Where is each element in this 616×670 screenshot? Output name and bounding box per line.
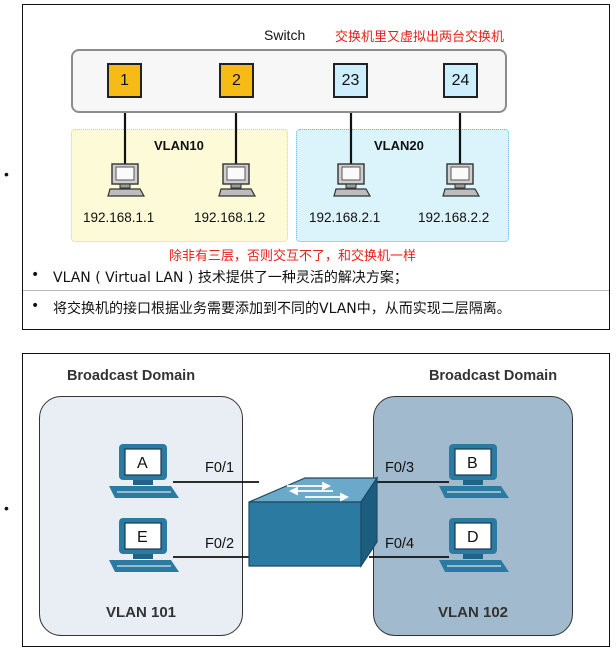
- switch-chassis: [71, 49, 507, 113]
- ip-label: 192.168.2.2: [418, 210, 490, 225]
- port-label-f03: F0/3: [385, 460, 415, 476]
- computer-icon: [439, 518, 509, 572]
- switch-label: Switch: [264, 27, 306, 43]
- broadcast-domain-right: [373, 396, 573, 636]
- port-label-f02: F0/2: [205, 536, 235, 552]
- bullet-text: 将交换机的接口根据业务需要添加到不同的VLAN中，从而实现二层隔离。: [53, 301, 511, 317]
- port-2[interactable]: 2: [219, 63, 254, 98]
- link-lines: [173, 481, 449, 558]
- computer-icon: [333, 163, 372, 197]
- bullet-text: VLAN ( Virtual LAN ) 技术提供了一种灵活的解决方案；: [53, 270, 408, 286]
- computer-icon: [107, 163, 146, 197]
- computer-icon: [109, 444, 179, 498]
- annotation-layer3-needed: 除非有三层，否则交互不了，和交换机一样: [169, 249, 417, 264]
- page-bullet-bottom: •: [4, 500, 9, 516]
- computer-icon: [109, 518, 179, 572]
- host-label-a: A: [137, 455, 148, 472]
- host-label-b: B: [467, 455, 478, 472]
- vlan10-zone: [71, 129, 288, 242]
- computer-icon: [442, 163, 481, 197]
- port-24[interactable]: 24: [443, 63, 478, 98]
- port-label-f04: F0/4: [385, 536, 415, 552]
- vlan-101-label: VLAN 101: [105, 604, 177, 621]
- port-1[interactable]: 1: [107, 63, 142, 98]
- ip-label: 192.168.1.2: [194, 210, 266, 225]
- computer-icon: [439, 444, 509, 498]
- page-bullet-top: •: [4, 166, 9, 182]
- connection-lines-front: [123, 129, 462, 165]
- ip-label: 192.168.2.1: [309, 210, 381, 225]
- ip-label: 192.168.1.1: [83, 210, 155, 225]
- vlan20-label: VLAN20: [374, 138, 424, 153]
- port-23[interactable]: 23: [333, 63, 368, 98]
- bullet-item: •将交换机的接口根据业务需要添加到不同的VLAN中，从而实现二层隔离。: [31, 298, 511, 317]
- host-label-e: E: [137, 529, 148, 546]
- broadcast-domain-left: [39, 396, 243, 636]
- switch-icon: [248, 476, 379, 568]
- vlan10-label: VLAN10: [154, 138, 204, 153]
- vlan20-zone: [296, 129, 509, 242]
- host-label-d: D: [467, 529, 479, 546]
- annotation-virtual-switches: 交换机里又虚拟出两台交换机: [335, 30, 505, 45]
- computer-icon: [218, 163, 257, 197]
- divider: [23, 290, 609, 291]
- broadcast-domain-panel: Broadcast Domain Broadcast Domain F0/1 F…: [22, 353, 610, 647]
- broadcast-domain-title-right: Broadcast Domain: [428, 368, 558, 384]
- vlan-102-label: VLAN 102: [437, 604, 509, 621]
- vlan-concept-panel: Switch 交换机里又虚拟出两台交换机 1 2 23 24 VLAN10 VL…: [22, 4, 610, 330]
- port-label-f01: F0/1: [205, 460, 235, 476]
- broadcast-domain-title-left: Broadcast Domain: [66, 368, 196, 384]
- bullet-item: •VLAN ( Virtual LAN ) 技术提供了一种灵活的解决方案；: [31, 267, 408, 286]
